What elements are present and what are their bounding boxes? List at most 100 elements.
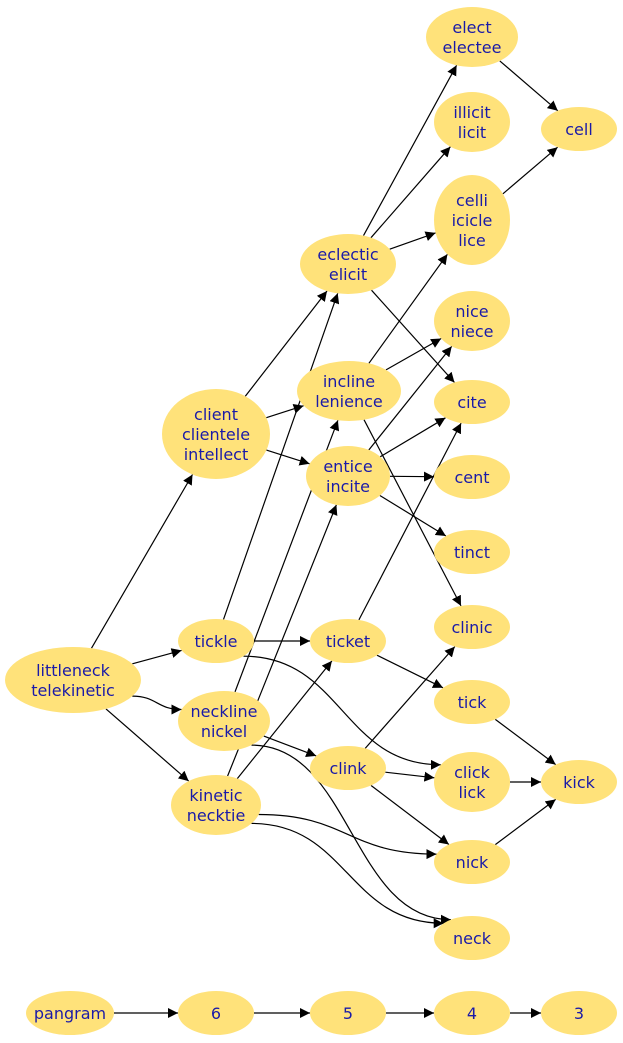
node-tick: tick <box>434 680 510 724</box>
node-ellipse <box>162 389 270 479</box>
edge-line <box>502 146 558 195</box>
node-ellipse <box>300 234 396 294</box>
node-nick: nick <box>434 840 510 884</box>
node-ellipse <box>26 991 114 1035</box>
edge-tick-to-kick <box>494 718 557 766</box>
edge-littleneck_telekinetic-to-tickle <box>132 648 182 665</box>
node-ellipse <box>434 752 510 812</box>
edge-client-to-entice <box>266 449 310 466</box>
edge-clink-to-clinic <box>364 646 456 749</box>
edge-celli-to-cell <box>502 146 558 195</box>
edge-kinetic-to-nick <box>258 813 437 860</box>
edge-line <box>358 422 462 621</box>
edge-line <box>258 813 437 860</box>
node-label: tickle <box>194 632 237 651</box>
edge-eclectic-to-elect <box>362 65 458 236</box>
node-ellipse <box>434 605 510 649</box>
node-ellipse <box>178 619 254 663</box>
node-label: kinetic <box>189 786 242 805</box>
edge-clink-to-click <box>385 771 435 782</box>
node-label: elect <box>452 18 491 37</box>
node-ellipse <box>310 746 386 790</box>
node-ellipse <box>434 840 510 884</box>
edge-line <box>222 293 340 620</box>
node-label: nice <box>455 302 488 321</box>
edge-littleneck_telekinetic-to-client <box>90 474 194 649</box>
node-label: eclectic <box>317 245 378 264</box>
node-n5: 5 <box>310 991 386 1035</box>
node-cite: cite <box>434 380 510 424</box>
edge-kinetic-to-ticket <box>236 660 333 779</box>
edge-tickle-to-eclectic <box>222 293 340 620</box>
node-cent: cent <box>434 455 510 499</box>
edge-line <box>251 822 444 929</box>
node-label: intellect <box>184 445 249 464</box>
edge-line <box>371 289 455 383</box>
node-label: 3 <box>574 1004 584 1023</box>
node-ellipse <box>426 7 518 67</box>
edge-line <box>370 785 450 845</box>
edge-line <box>132 695 182 715</box>
edge-line <box>236 660 333 779</box>
node-label: 4 <box>467 1004 477 1023</box>
node-label: littleneck <box>36 661 111 680</box>
node-ellipse <box>434 530 510 574</box>
node-clink: clink <box>310 746 386 790</box>
edge-clink-to-nick <box>370 785 450 845</box>
node-label: pangram <box>34 1004 106 1023</box>
edge-incline-to-nice <box>385 337 442 371</box>
edge-line <box>244 290 328 397</box>
edge-elect-to-cell <box>499 60 559 112</box>
edge-client-to-eclectic <box>244 290 328 397</box>
edge-line <box>266 449 310 466</box>
edge-tickle-to-click <box>243 655 441 770</box>
edge-line <box>385 771 435 782</box>
edge-incline-to-clinic <box>363 419 462 607</box>
edge-ticket-to-cite <box>358 422 462 621</box>
edge-line <box>90 474 194 649</box>
node-tinct: tinct <box>434 530 510 574</box>
node-label: icicle <box>452 211 493 230</box>
node-label: elicit <box>329 265 367 284</box>
edge-line <box>363 419 462 607</box>
node-ellipse <box>178 991 254 1035</box>
edge-line <box>362 65 458 236</box>
edge-neckline-to-clink <box>263 735 317 758</box>
edge-neckline-to-neck <box>251 744 452 925</box>
node-label: 5 <box>343 1004 353 1023</box>
edge-nick-to-kick <box>494 798 557 846</box>
edge-line <box>368 346 453 451</box>
edge-line <box>243 655 441 770</box>
node-ellipse <box>310 991 386 1035</box>
node-label: lice <box>458 231 486 250</box>
node-ellipse <box>171 775 261 835</box>
node-label: nick <box>456 853 489 872</box>
node-label: neckline <box>191 702 258 721</box>
node-ellipse <box>434 92 510 152</box>
node-kick: kick <box>541 760 617 804</box>
node-ellipse <box>434 455 510 499</box>
node-clinic: clinic <box>434 605 510 649</box>
edge-line <box>499 60 559 112</box>
node-ellipse <box>434 291 510 351</box>
node-ellipse <box>541 760 617 804</box>
node-n4: 4 <box>434 991 510 1035</box>
node-label: entice <box>323 457 372 476</box>
edge-incline-to-celli <box>368 253 448 364</box>
node-label: incite <box>326 477 370 496</box>
edge-ticket-to-tick <box>376 654 444 689</box>
node-ellipse <box>306 446 390 506</box>
edge-line <box>385 337 442 371</box>
nodes-layer: littlenecktelekineticclientclienteleinte… <box>5 7 617 1035</box>
node-label: telekinetic <box>31 681 115 700</box>
node-label: click <box>454 763 490 782</box>
node-label: neck <box>453 929 492 948</box>
